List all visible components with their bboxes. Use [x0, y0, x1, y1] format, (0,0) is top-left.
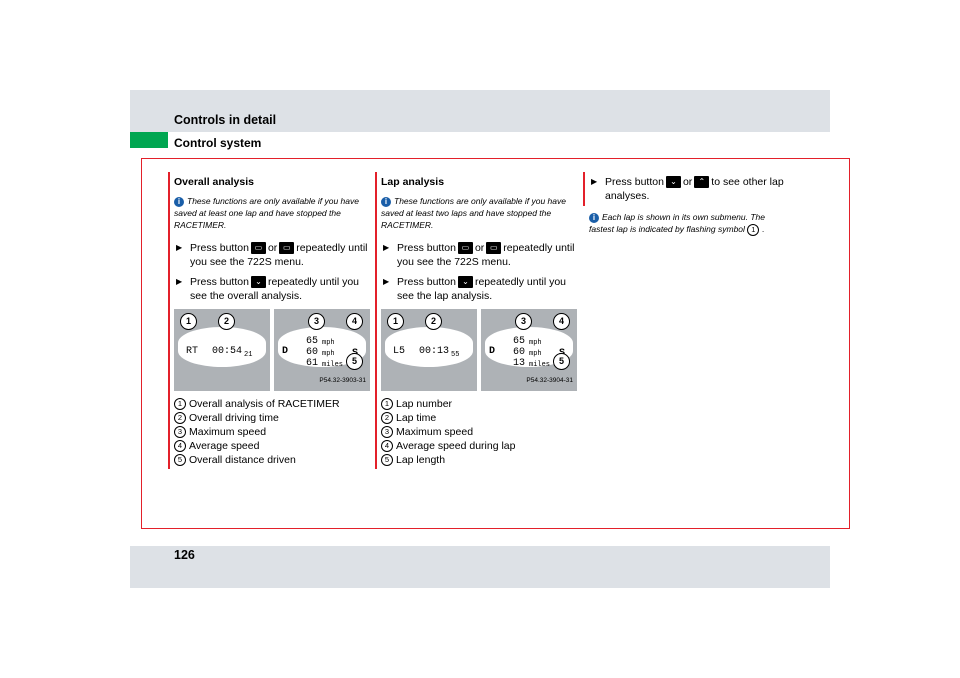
up-button-icon: ⌃ [694, 176, 710, 189]
bullet-arrow-icon: ▶ [383, 277, 390, 286]
column-rule [583, 172, 585, 206]
instruction-step: ▶Press button⌄or⌃to see other lap analys… [591, 176, 784, 202]
menu-button-back-icon: ▭ [279, 242, 295, 255]
display-panel-right: D 65 60 61 mph mph miles S 3 4 5 P54.32-… [274, 309, 370, 391]
callout-2: 2 [425, 313, 442, 330]
callout-4: 4 [553, 313, 570, 330]
section-marker [130, 132, 168, 148]
footer-bar [130, 546, 830, 588]
instruction-step: ▶Press button▭or▭repeatedly until you se… [383, 242, 575, 268]
down-button-icon: ⌄ [665, 176, 681, 189]
callout-4: 4 [346, 313, 363, 330]
content-frame [141, 158, 850, 529]
instruction-step: ▶Press button⌄repeatedly until you see t… [383, 276, 567, 302]
figure-reference: P54.32-3904-31 [526, 377, 573, 384]
column-other-laps: ▶Press button⌄or⌃to see other lap analys… [583, 172, 785, 246]
bullet-arrow-icon: ▶ [176, 277, 183, 286]
menu-button-icon: ▭ [457, 242, 473, 255]
bullet-arrow-icon: ▶ [591, 177, 598, 186]
info-icon: i [381, 196, 391, 207]
display-illustration: RT 00:54 21 1 2 D 65 60 61 mph mph miles… [174, 309, 370, 391]
figure-reference: P54.32-3903-31 [319, 377, 366, 384]
instruction-step: ▶Press button⌄repeatedly until you see t… [176, 276, 360, 302]
menu-button-back-icon: ▭ [486, 242, 502, 255]
display-panel-left: RT 00:54 21 1 2 [174, 309, 270, 391]
page-title: Controls in detail [174, 113, 277, 127]
page-number: 126 [174, 548, 195, 562]
callout-3: 3 [308, 313, 325, 330]
callout-1: 1 [180, 313, 197, 330]
display-panel-left: L5 00:13 55 1 2 [381, 309, 477, 391]
header-bar [130, 90, 830, 132]
heading-lap-analysis: Lap analysis [381, 176, 445, 188]
info-icon: i [174, 196, 184, 207]
menu-button-icon: ▭ [250, 242, 266, 255]
section-title: Control system [174, 136, 262, 150]
bullet-arrow-icon: ▶ [176, 243, 183, 252]
callout-3: 3 [515, 313, 532, 330]
instruction-step: ▶Press button▭or▭repeatedly until you se… [176, 242, 368, 268]
column-rule [168, 172, 170, 469]
heading-overall-analysis: Overall analysis [174, 176, 254, 188]
callout-5: 5 [553, 353, 570, 370]
display-panel-right: D 65 60 13 mph mph miles S 3 4 5 P54.32-… [481, 309, 577, 391]
display-illustration: L5 00:13 55 1 2 D 65 60 13 mph mph miles… [381, 309, 577, 391]
info-icon: i [589, 212, 599, 223]
callout-2: 2 [218, 313, 235, 330]
callout-5: 5 [346, 353, 363, 370]
callout-1: 1 [387, 313, 404, 330]
column-rule [375, 172, 377, 469]
bullet-arrow-icon: ▶ [383, 243, 390, 252]
down-button-icon: ⌄ [457, 276, 473, 289]
down-button-icon: ⌄ [250, 276, 266, 289]
